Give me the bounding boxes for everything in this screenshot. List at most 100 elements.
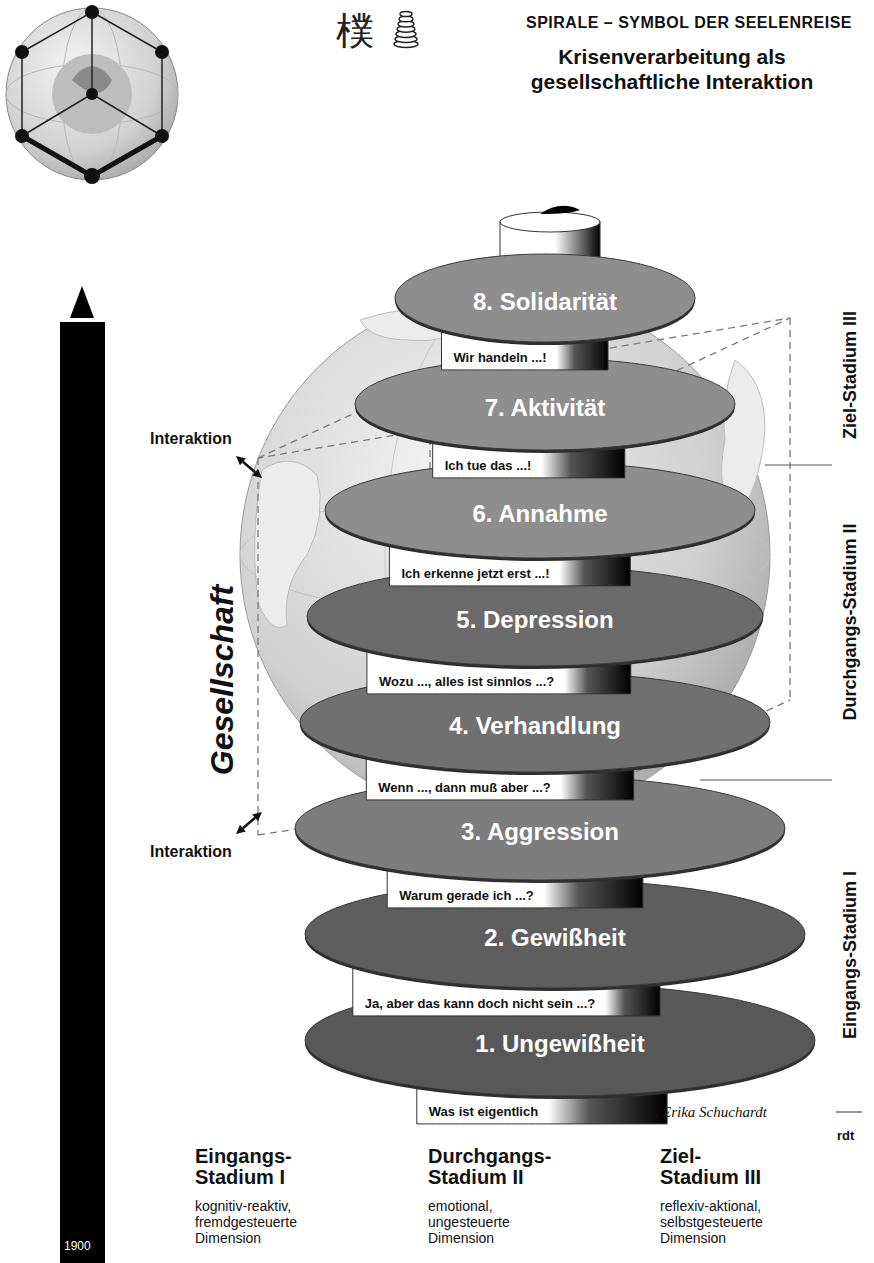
interaction-arrow-part <box>243 462 255 472</box>
spiral-band: 8. SolidaritätWir handeln ...! <box>391 250 699 408</box>
stage-heading-holder: Durchgangs- Stadium II <box>428 1146 563 1188</box>
cube-outline-part <box>789 318 790 700</box>
stage-phrase: Ja, aber das kann doch nicht sein ...? <box>365 997 595 1012</box>
cut-text-holder: rdt <box>837 1126 854 1144</box>
spring-icon-part <box>400 12 412 17</box>
chinese-sign-holder: 樸 <box>336 6 374 57</box>
band-shape <box>351 354 739 516</box>
mini-globe-part <box>84 168 100 184</box>
cube-outline <box>258 318 790 835</box>
mini-globe-part <box>22 94 92 136</box>
stage-name: 7. Aktivität <box>485 394 605 423</box>
separator-line-part <box>700 779 832 780</box>
mini-globe-part <box>155 129 169 143</box>
stage-name: 8. Solidarität <box>473 288 617 317</box>
stage-heading: Ziel- Stadium III <box>660 1146 770 1188</box>
stage-description-holder: reflexiv-aktional, selbstgesteuerte Dime… <box>660 1198 805 1246</box>
mini-globe <box>6 5 178 184</box>
stage-name-holder: 7. Aktivität <box>485 394 605 423</box>
band-shape <box>391 250 699 408</box>
stage-name-holder: 8. Solidarität <box>473 288 617 317</box>
mini-globe-part <box>92 94 162 136</box>
stage-name: 3. Aggression <box>461 818 619 847</box>
stage-heading-holder: Eingangs- Stadium I <box>195 1146 325 1188</box>
stage-name-holder: 5. Depression <box>456 606 613 635</box>
interaction-label: Interaktion <box>150 430 232 448</box>
mini-globe-part <box>85 5 99 19</box>
stage-description: kognitiv-reaktiv, fremdgesteuerte Dimens… <box>195 1198 330 1246</box>
band-disc <box>395 254 695 342</box>
stage-heading: Durchgangs- Stadium II <box>428 1146 563 1188</box>
stage-side-label: Eingangs-Stadium I <box>840 871 861 1039</box>
stage-description: emotional, ungesteuerte Dimension <box>428 1198 563 1246</box>
stage-phrase: Wenn ..., dann muß aber ...? <box>378 781 550 796</box>
globe-part <box>255 461 321 627</box>
subtitle: Krisenverarbeitung als gesellschaftliche… <box>517 44 827 94</box>
mini-globe-part <box>155 45 169 59</box>
cut-text: rdt <box>837 1128 854 1143</box>
year-label-holder: 1900 <box>64 1236 91 1254</box>
subtitle-holder: Krisenverarbeitung als gesellschaftliche… <box>517 44 827 94</box>
chinese-sign: 樸 <box>336 6 374 57</box>
interaction-arrow-part <box>236 456 246 465</box>
stage-name: 5. Depression <box>456 606 613 635</box>
interaction-arrow-part <box>252 812 262 821</box>
year-label: 1900 <box>64 1239 91 1253</box>
stage-phrase-holder: Ich erkenne jetzt erst ...! <box>401 564 549 582</box>
stage-phrase: Ich erkenne jetzt erst ...! <box>401 567 549 582</box>
band-disc <box>307 566 763 666</box>
stage-phrase-holder: Wozu ..., alles ist sinnlos ...? <box>379 672 554 690</box>
author-credit: Erika Schuchardt <box>662 1104 767 1121</box>
stage-name-holder: 1. Ungewißheit <box>475 1030 644 1059</box>
globe-part <box>240 290 770 820</box>
title: SPIRALE – SYMBOL DER SEELENREISE <box>526 14 852 32</box>
stage-name-holder: 4. Verhandlung <box>449 712 621 741</box>
separator-line-part <box>836 1111 862 1112</box>
spring-icon <box>394 12 418 48</box>
interaction-arrow-part <box>252 469 262 478</box>
mini-globe-part <box>91 12 93 94</box>
band-disc <box>305 984 815 1096</box>
spiral-band: 5. DepressionWozu ..., alles ist sinnlos… <box>303 562 767 732</box>
stage-phrase: Wir handeln ...! <box>453 351 546 366</box>
stage-description-holder: emotional, ungesteuerte Dimension <box>428 1198 563 1246</box>
stage-name: 2. Gewißheit <box>484 924 625 953</box>
stage-phrase: Wozu ..., alles ist sinnlos ...? <box>379 675 554 690</box>
interaction-arrow-part <box>236 825 246 834</box>
stage-name-holder: 3. Aggression <box>461 818 619 847</box>
stage-side-label-holder: Durchgangs-Stadium II <box>840 523 861 720</box>
spiral-band: 7. AktivitätIch tue das ...! <box>351 354 739 516</box>
society-label: Gesellschaft <box>204 585 241 775</box>
band-shape <box>321 458 759 624</box>
globe <box>240 290 770 820</box>
stage-phrase: Ich tue das ...! <box>445 459 532 474</box>
interaction-label: Interaktion <box>150 843 232 861</box>
stage-heading-holder: Ziel- Stadium III <box>660 1146 770 1188</box>
stage-phrase-holder: Was ist eigentlich <box>429 1102 538 1120</box>
interaction-label-holder: Interaktion <box>150 430 232 448</box>
stage-name-holder: 6. Annahme <box>472 500 607 529</box>
interaction-arrow-part <box>243 818 255 828</box>
time-arrow-part <box>70 286 94 318</box>
mini-globe-part <box>22 12 162 176</box>
column-top-part <box>540 206 580 214</box>
stage-phrase-holder: Ich tue das ...! <box>445 456 532 474</box>
stage-name: 4. Verhandlung <box>449 712 621 741</box>
separator-line-part <box>765 464 832 465</box>
stage-side-label-holder: Ziel-Stadium III <box>840 311 861 439</box>
cube-outline-part <box>257 458 258 835</box>
author-credit-holder: Erika Schuchardt <box>662 1103 767 1121</box>
mini-globe-part <box>15 129 29 143</box>
title-holder: SPIRALE – SYMBOL DER SEELENREISE <box>526 14 852 32</box>
interaction-label-holder: Interaktion <box>150 843 232 861</box>
stage-phrase-holder: Wenn ..., dann muß aber ...? <box>378 778 550 796</box>
band-shape <box>303 562 767 732</box>
stage-side-label: Ziel-Stadium III <box>840 311 861 439</box>
stage-heading: Eingangs- Stadium I <box>195 1146 325 1188</box>
stage-phrase-holder: Wir handeln ...! <box>453 348 546 366</box>
stage-phrase-holder: Ja, aber das kann doch nicht sein ...? <box>365 994 595 1012</box>
spiral-band: 6. AnnahmeIch erkenne jetzt erst ...! <box>321 458 759 624</box>
time-arrow-part <box>60 322 105 1263</box>
